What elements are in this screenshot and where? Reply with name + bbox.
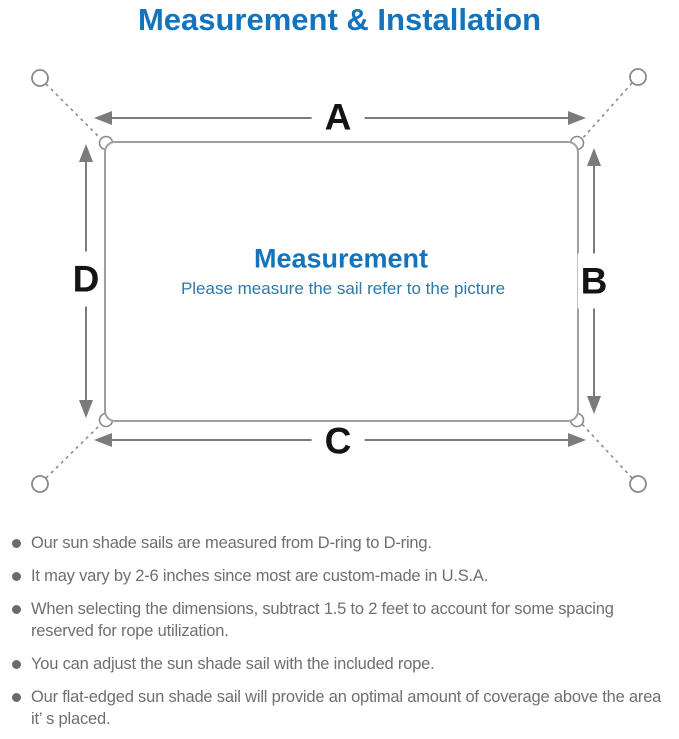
tension-lines [45,82,633,479]
arrowhead-down-icon [587,396,601,414]
dimension-label-c: C [311,422,365,460]
note-text: Our sun shade sails are measured from D-… [31,534,432,552]
anchor-points [31,68,647,493]
diagram-center-subtitle: Please measure the sail refer to the pic… [180,279,506,298]
dimension-label-b: B [577,253,611,309]
diagram-center-heading: Measurement [253,243,429,274]
list-item: It may vary by 2-6 inches since most are… [10,565,672,587]
dimension-label-a: A [311,98,365,136]
bullet-icon [12,539,21,548]
anchor-point-icon [629,475,647,493]
page-title: Measurement & Installation [137,2,542,37]
note-text: When selecting the dimensions, subtract … [31,600,614,640]
note-text: You can adjust the sun shade sail with t… [31,655,435,673]
list-item: When selecting the dimensions, subtract … [10,598,672,642]
bullet-icon [12,572,21,581]
arrowhead-up-icon [587,148,601,166]
anchor-point-icon [31,475,49,493]
note-text: Our flat-edged sun shade sail will provi… [31,688,662,728]
list-item: Our flat-edged sun shade sail will provi… [10,686,672,730]
list-item: Our sun shade sails are measured from D-… [10,532,672,554]
anchor-point-icon [31,69,49,87]
bullet-icon [12,693,21,702]
anchor-point-icon [629,68,647,86]
tension-line-top-right [581,82,633,140]
bullet-icon [12,605,21,614]
tension-line-top-left [45,83,102,140]
dimension-label-d: D [69,251,103,307]
arrowhead-left-icon [94,433,112,447]
tension-line-bottom-right [581,423,633,479]
arrowhead-left-icon [94,111,112,125]
arrowhead-up-icon [79,144,93,162]
bullet-icon [12,660,21,669]
notes-list: Our sun shade sails are measured from D-… [10,532,672,739]
note-text: It may vary by 2-6 inches since most are… [31,567,489,585]
arrowhead-down-icon [79,400,93,418]
tension-line-bottom-left [45,423,102,479]
arrowhead-right-icon [568,433,586,447]
list-item: You can adjust the sun shade sail with t… [10,653,672,675]
arrowhead-right-icon [568,111,586,125]
